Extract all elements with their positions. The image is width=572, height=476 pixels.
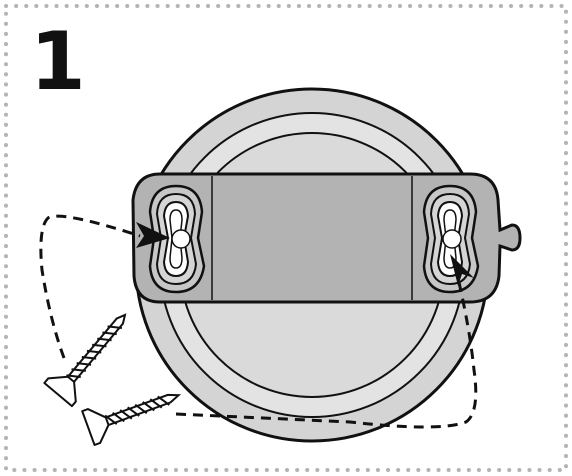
right-arrow bbox=[450, 254, 474, 286]
left-screw-slot bbox=[148, 184, 206, 294]
screw-left bbox=[43, 313, 127, 408]
right-screw-slot bbox=[422, 184, 480, 294]
dotted-border bbox=[4, 4, 568, 472]
step-number: 1 bbox=[30, 15, 86, 108]
left-dashed-path bbox=[39, 214, 141, 359]
left-arrow bbox=[136, 222, 170, 248]
screw-bottom bbox=[81, 393, 182, 446]
